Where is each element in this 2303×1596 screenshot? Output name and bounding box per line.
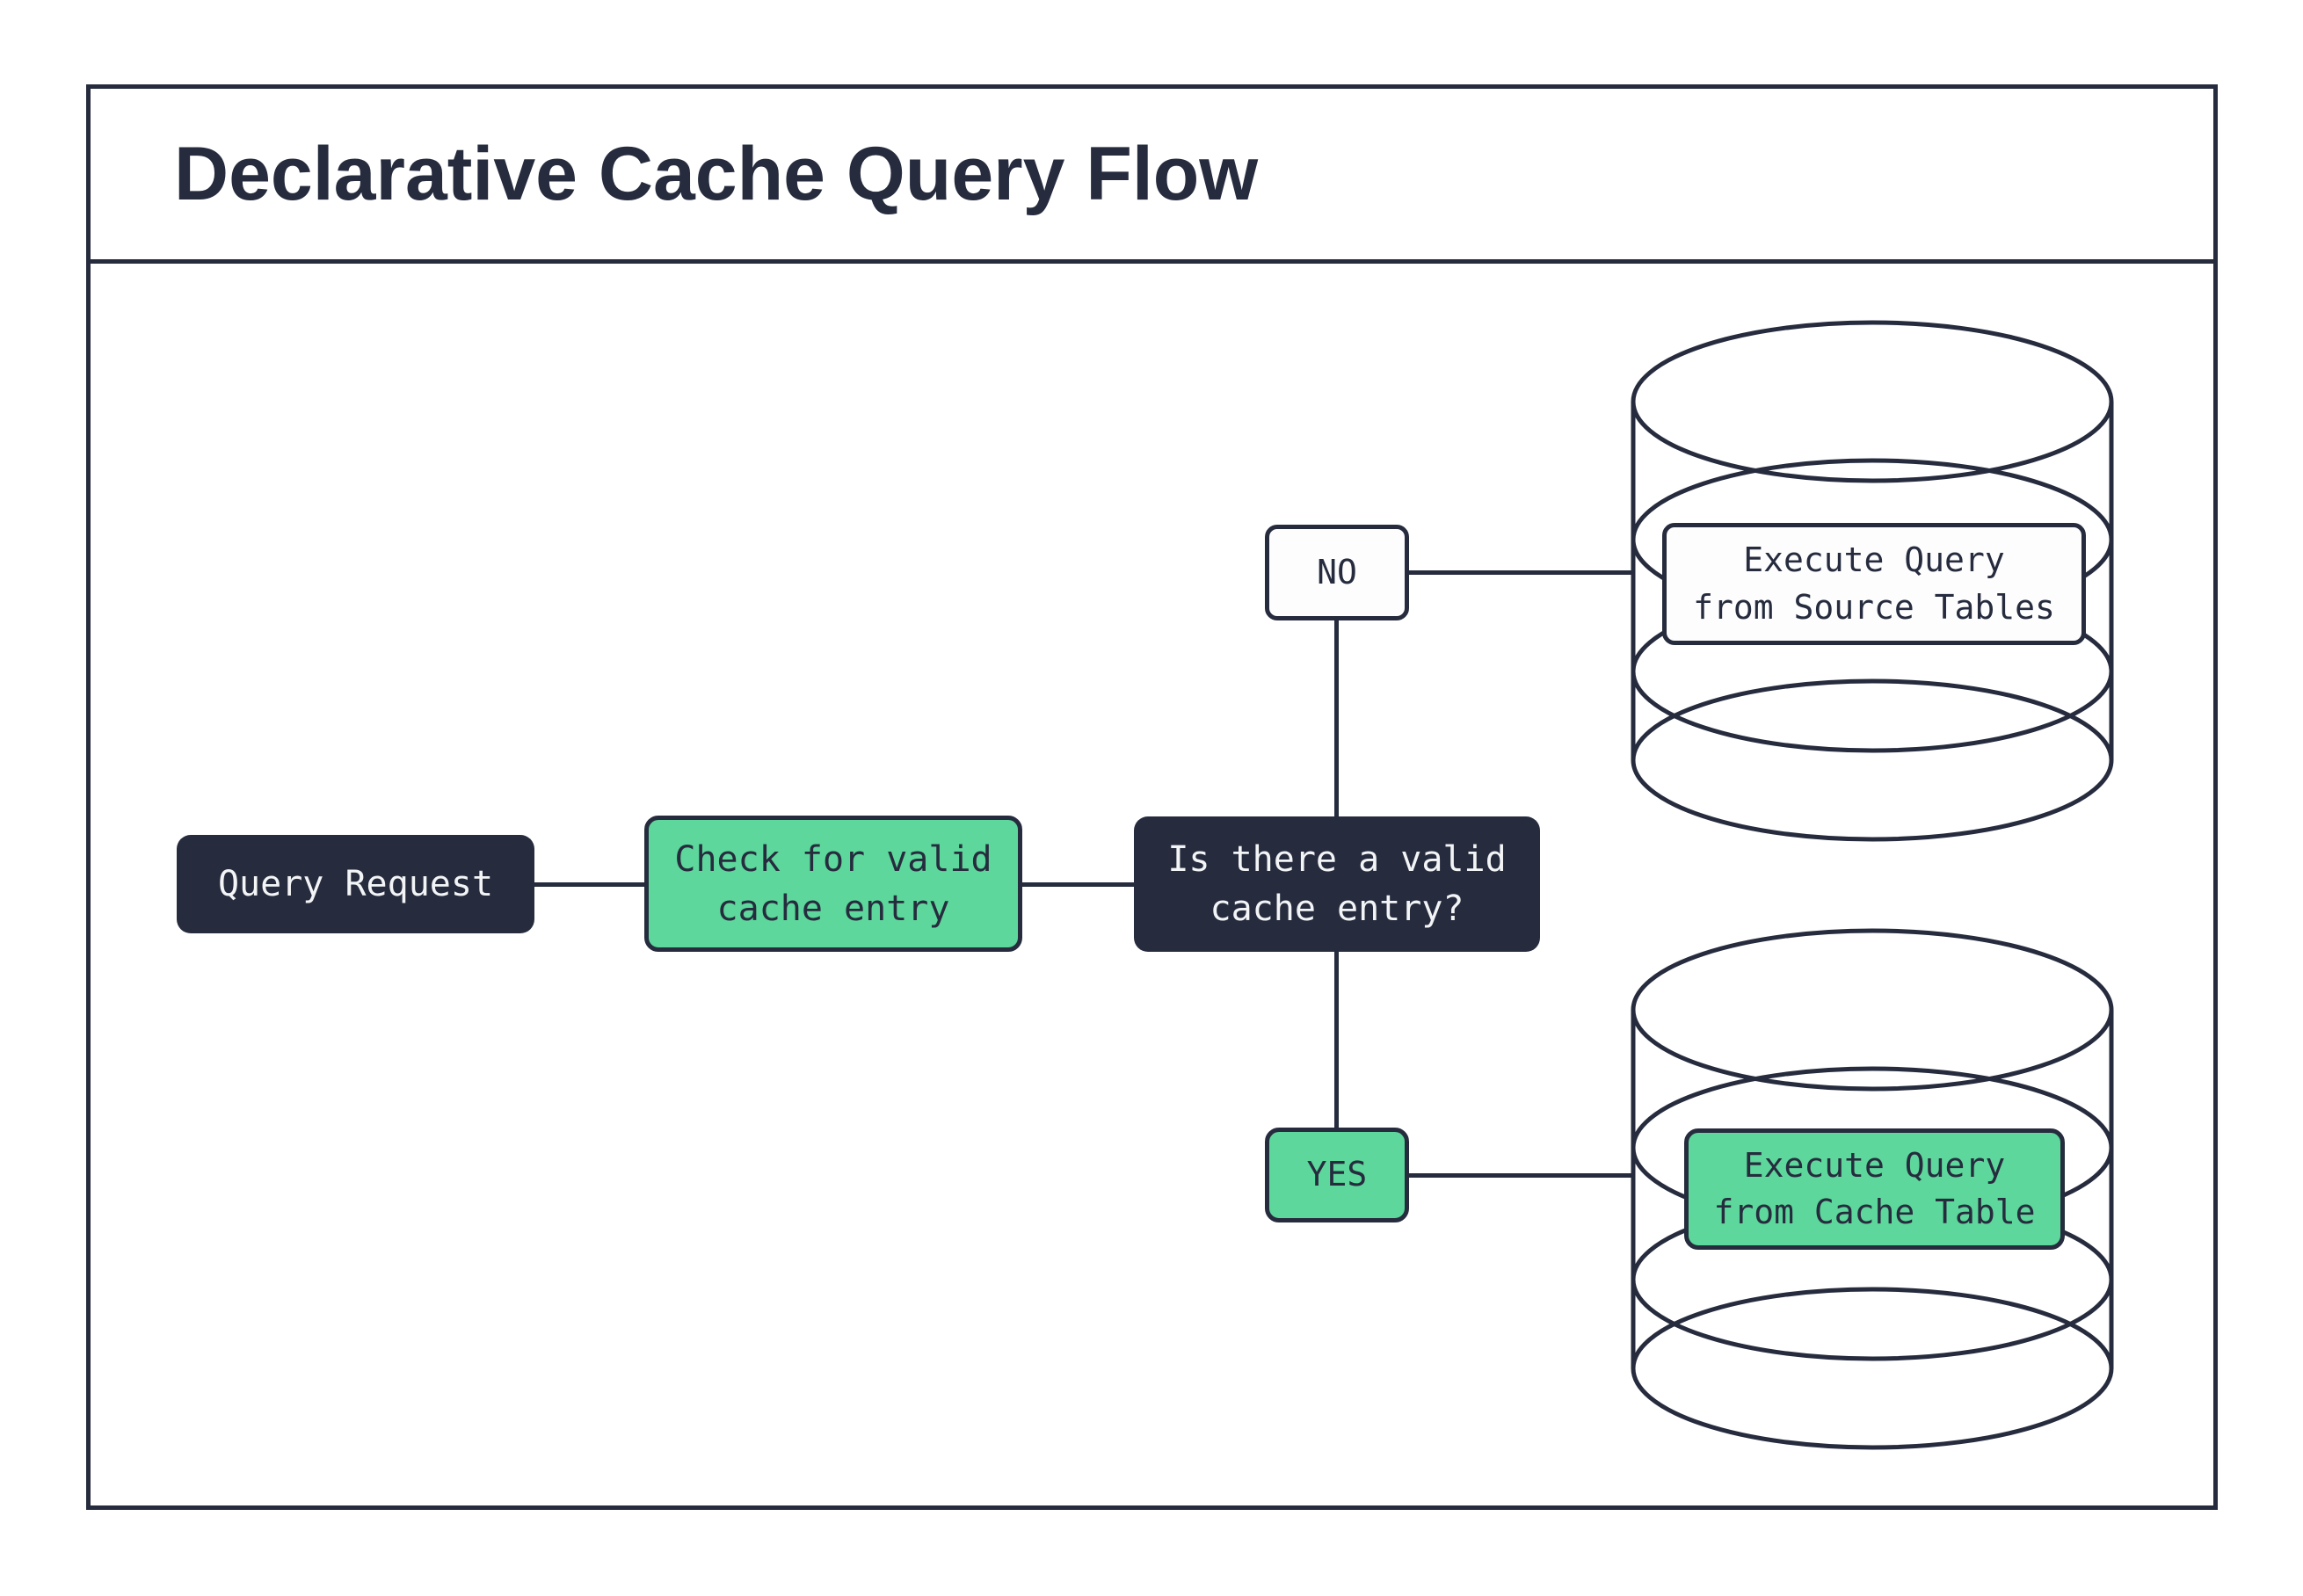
node-yes-branch: YES <box>1265 1128 1409 1222</box>
node-check-cache: Check for valid cache entry <box>644 816 1022 952</box>
page-title: Declarative Cache Query Flow <box>174 131 1259 216</box>
connector-yes-to-cache-db <box>1404 1173 1634 1178</box>
node-query-request: Query Request <box>177 835 534 933</box>
connector-decision-to-yes <box>1334 950 1339 1129</box>
node-decision: Is there a valid cache entry? <box>1134 816 1540 952</box>
diagram-frame: Declarative Cache Query Flow <box>86 84 2218 1510</box>
node-execute-cache: Execute Query from Cache Table <box>1684 1128 2065 1250</box>
connector-check-to-decision <box>1022 882 1134 887</box>
node-execute-source: Execute Query from Source Tables <box>1662 523 2086 645</box>
connector-query-to-check <box>534 882 644 887</box>
node-no-branch: NO <box>1265 525 1409 620</box>
connector-decision-to-no <box>1334 619 1339 818</box>
diagram-header: Declarative Cache Query Flow <box>91 89 2213 264</box>
connector-no-to-source-db <box>1404 570 1634 575</box>
